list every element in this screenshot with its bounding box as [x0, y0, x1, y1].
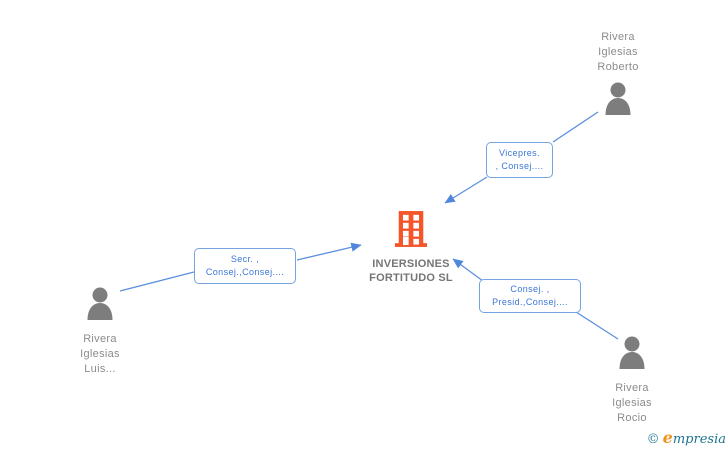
node-company-inversiones-fortitudo[interactable]: INVERSIONES FORTITUDO SL [356, 210, 466, 285]
person-name-label: Rivera Iglesias Rocio [612, 382, 652, 424]
edge-label-consej-presid[interactable]: Consej. , Presid.,Consej.... [479, 279, 581, 313]
node-person-rivera-iglesias-roberto[interactable]: Rivera Iglesias Roberto [573, 30, 663, 120]
node-person-rivera-iglesias-luis[interactable]: Rivera Iglesias Luis... [55, 287, 145, 377]
person-name-label: Rivera Iglesias Roberto [597, 31, 639, 73]
brand-initial: e [662, 428, 673, 447]
copyright-icon: © [646, 432, 660, 447]
empresia-wordmark: empresia [663, 428, 726, 447]
person-icon [85, 287, 115, 325]
edge-label-text: Secr. , Consej.,Consej.... [205, 254, 285, 277]
person-name-label: Rivera Iglesias Luis... [80, 333, 120, 375]
empresia-logo: © empresia [647, 428, 726, 447]
edge-label-text: Vicepres. , Consej.... [495, 148, 544, 171]
node-person-rivera-iglesias-rocio[interactable]: Rivera Iglesias Rocio [587, 336, 677, 426]
edge-label-text: Consej. , Presid.,Consej.... [492, 284, 568, 307]
edge-label-to-company-left [296, 242, 362, 261]
edge-label-vicepres[interactable]: Vicepres. , Consej.... [486, 142, 553, 178]
person-icon [617, 336, 647, 374]
edge-label-to-company-top [444, 176, 488, 204]
edge-label-secr[interactable]: Secr. , Consej.,Consej.... [194, 248, 296, 284]
company-building-icon [394, 210, 428, 253]
company-name-label: INVERSIONES FORTITUDO SL [369, 258, 453, 284]
brand-rest: mpresia [672, 432, 726, 447]
person-icon [603, 82, 633, 120]
edge-rocio-to-label [575, 311, 619, 340]
